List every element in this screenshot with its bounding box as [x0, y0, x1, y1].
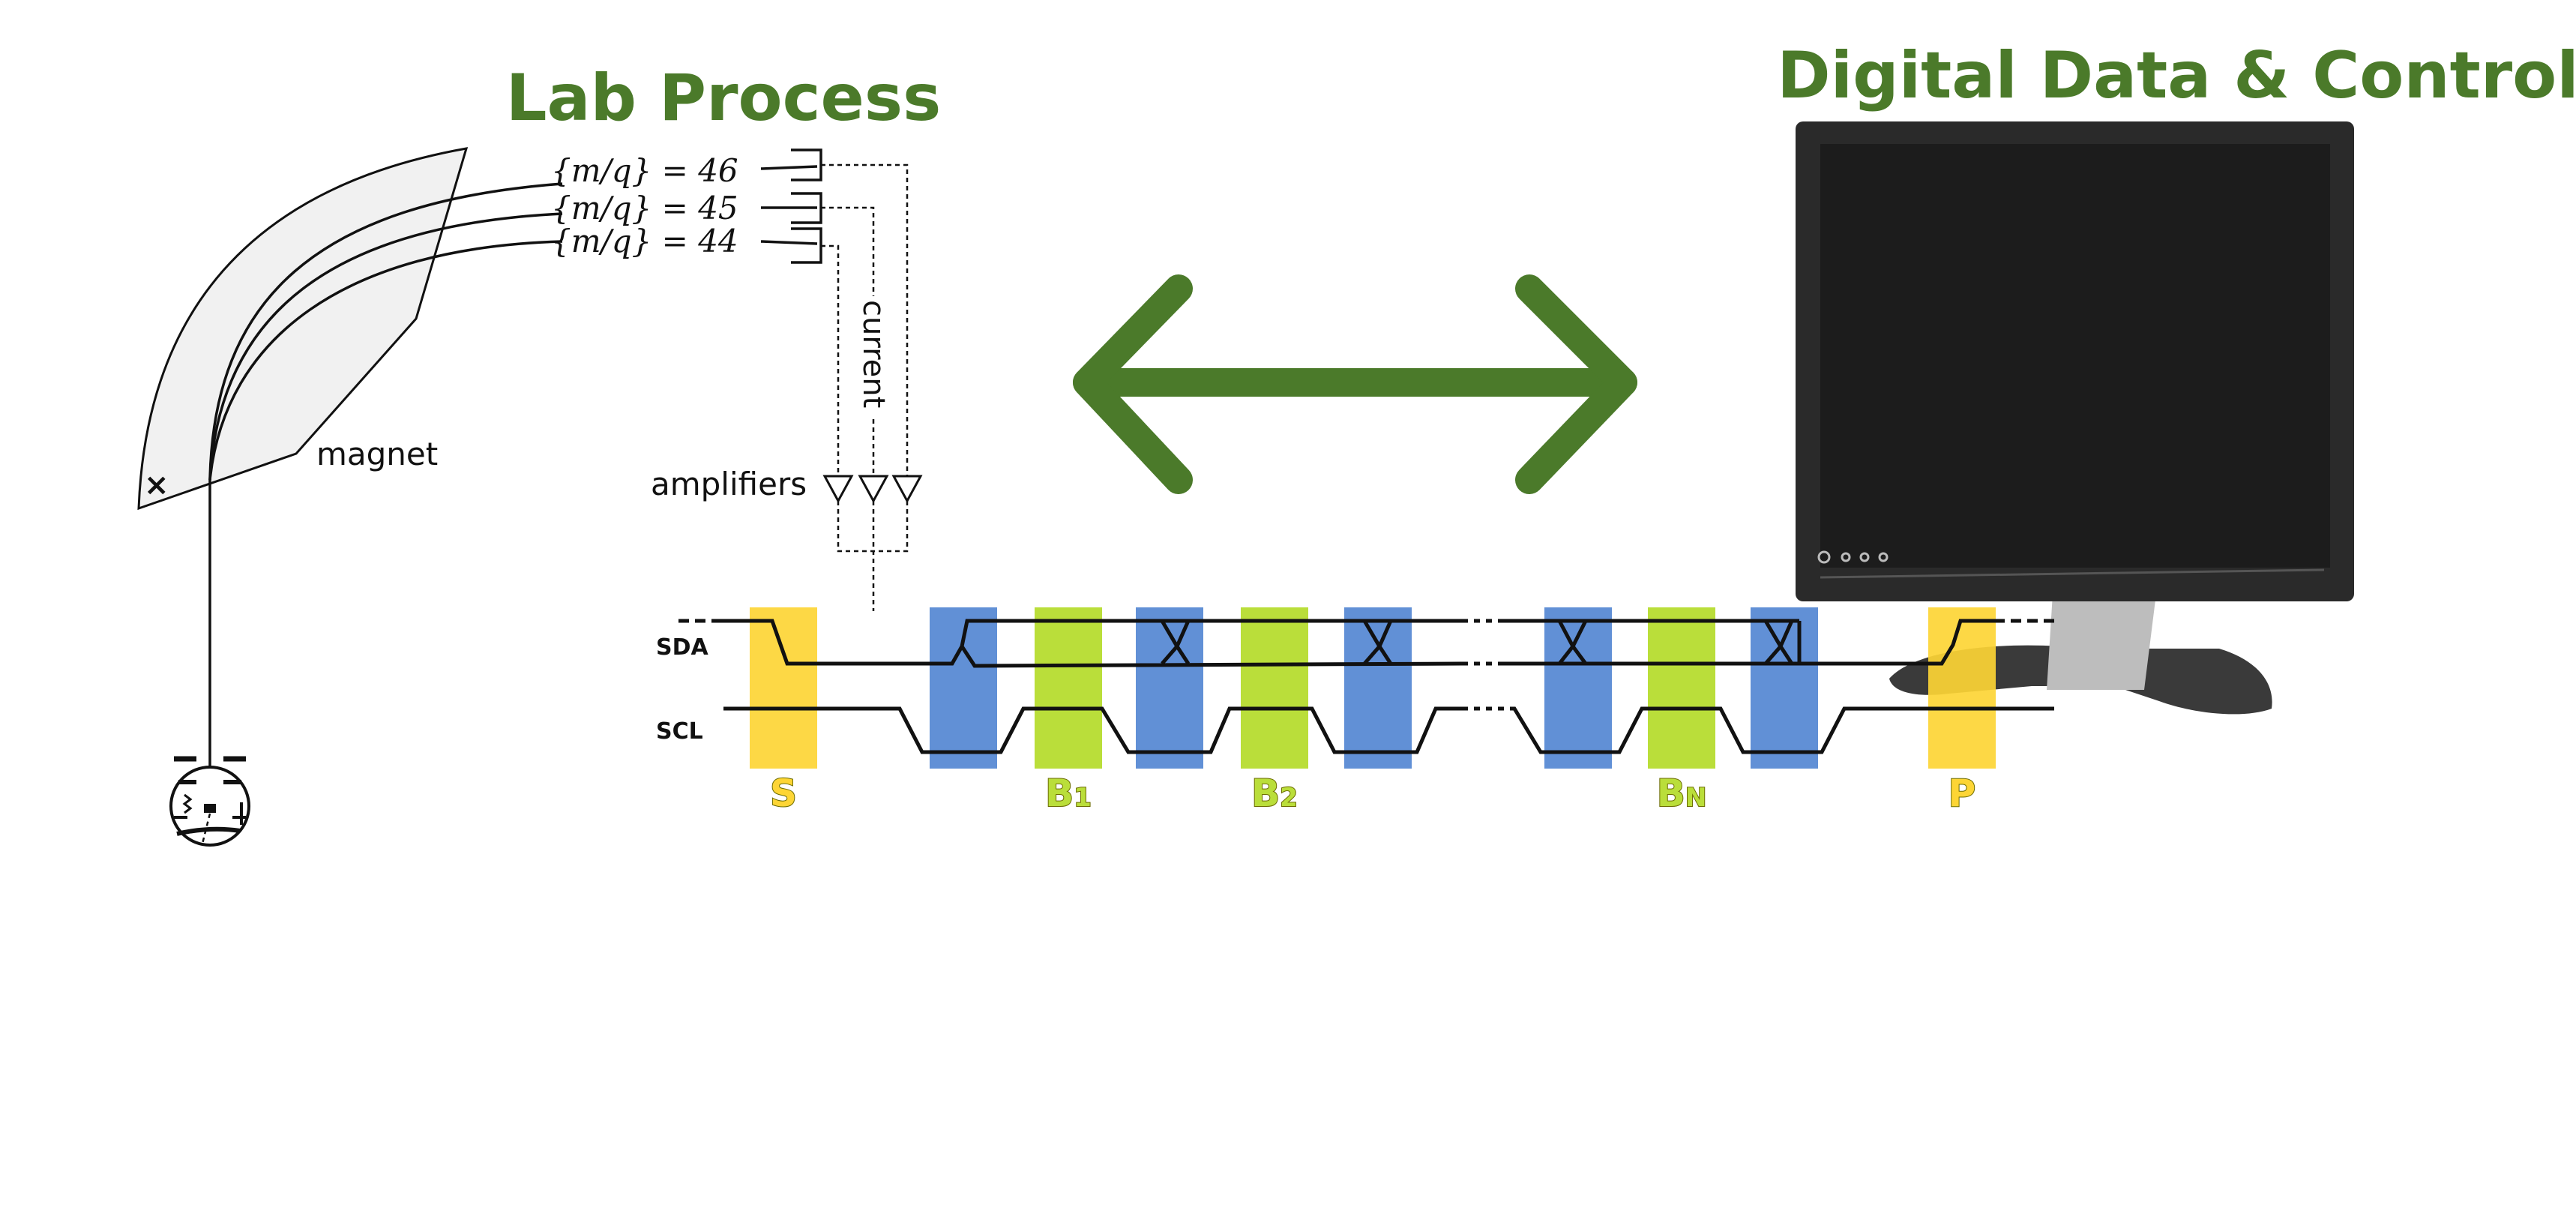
monitor-screen	[1820, 144, 2330, 568]
lab-process-title: Lab Process	[506, 61, 942, 136]
magnet-sector	[137, 147, 469, 511]
current-wire-46	[821, 163, 909, 480]
mass-spectrometer: × magnet {m/q} = 46 {m/q} = 45 {m/q} = 4…	[137, 147, 923, 847]
mq-46-label: {m/q} = 46	[551, 152, 738, 189]
sda-signal-right	[1499, 619, 1994, 666]
current-label: current	[856, 300, 891, 408]
ion-source-icon	[169, 756, 250, 847]
bus-bands	[750, 607, 1996, 769]
bus-band-blue	[1544, 607, 1612, 769]
collector-cup-46	[760, 148, 822, 181]
bus-band-green	[1035, 607, 1102, 769]
bus-band-blue	[1751, 607, 1818, 769]
x-marker: ×	[144, 468, 169, 502]
bus-band-label: P	[1948, 772, 1976, 815]
collector-cup-44	[760, 227, 822, 264]
current-wire-44	[821, 244, 840, 480]
double-headed-arrow-icon	[1073, 274, 1637, 494]
digital-data-control-title: Digital Data & Control	[1777, 38, 2576, 113]
computer-monitor-icon	[1796, 121, 2354, 715]
magnet-label: magnet	[316, 436, 438, 472]
bus-band-label: S	[770, 772, 797, 815]
bus-band-label: B2	[1251, 772, 1298, 815]
amplifier-output-wires	[837, 501, 909, 611]
bus-band-yellow	[750, 607, 817, 769]
ion-beam-46	[208, 182, 563, 772]
collector-cup-45	[761, 192, 822, 224]
bus-band-subscript: N	[1685, 783, 1706, 813]
bus-band-labels: S B1 B2 BN P	[769, 771, 1976, 816]
bus-band-subscript: 1	[1074, 783, 1092, 813]
scl-signal-right	[1511, 706, 2054, 754]
bus-band-subscript: 2	[1280, 783, 1298, 813]
bus-band-green	[1241, 607, 1308, 769]
bus-band-green	[1648, 607, 1715, 769]
amplifiers-label: amplifiers	[651, 466, 807, 502]
bus-signals: SDA SCL	[656, 619, 2054, 754]
mq-44-label: {m/q} = 44	[551, 223, 738, 259]
sda-signal	[720, 619, 1463, 668]
mq-45-label: {m/q} = 45	[551, 190, 738, 226]
scl-signal	[723, 706, 1462, 754]
ion-beam-45	[208, 212, 563, 481]
bus-band-label: B1	[1045, 772, 1092, 815]
bus-band-label: BN	[1657, 772, 1707, 815]
bus-band-yellow	[1928, 607, 1996, 769]
monitor-buttons	[1817, 550, 1889, 564]
ion-beam-44	[208, 240, 563, 481]
bus-band-blue	[1344, 607, 1412, 769]
sda-label: SDA	[656, 634, 709, 661]
scl-label: SCL	[656, 718, 703, 745]
sda-dots-mid	[1462, 619, 1499, 666]
amplifier-triangle-icon	[822, 475, 923, 504]
